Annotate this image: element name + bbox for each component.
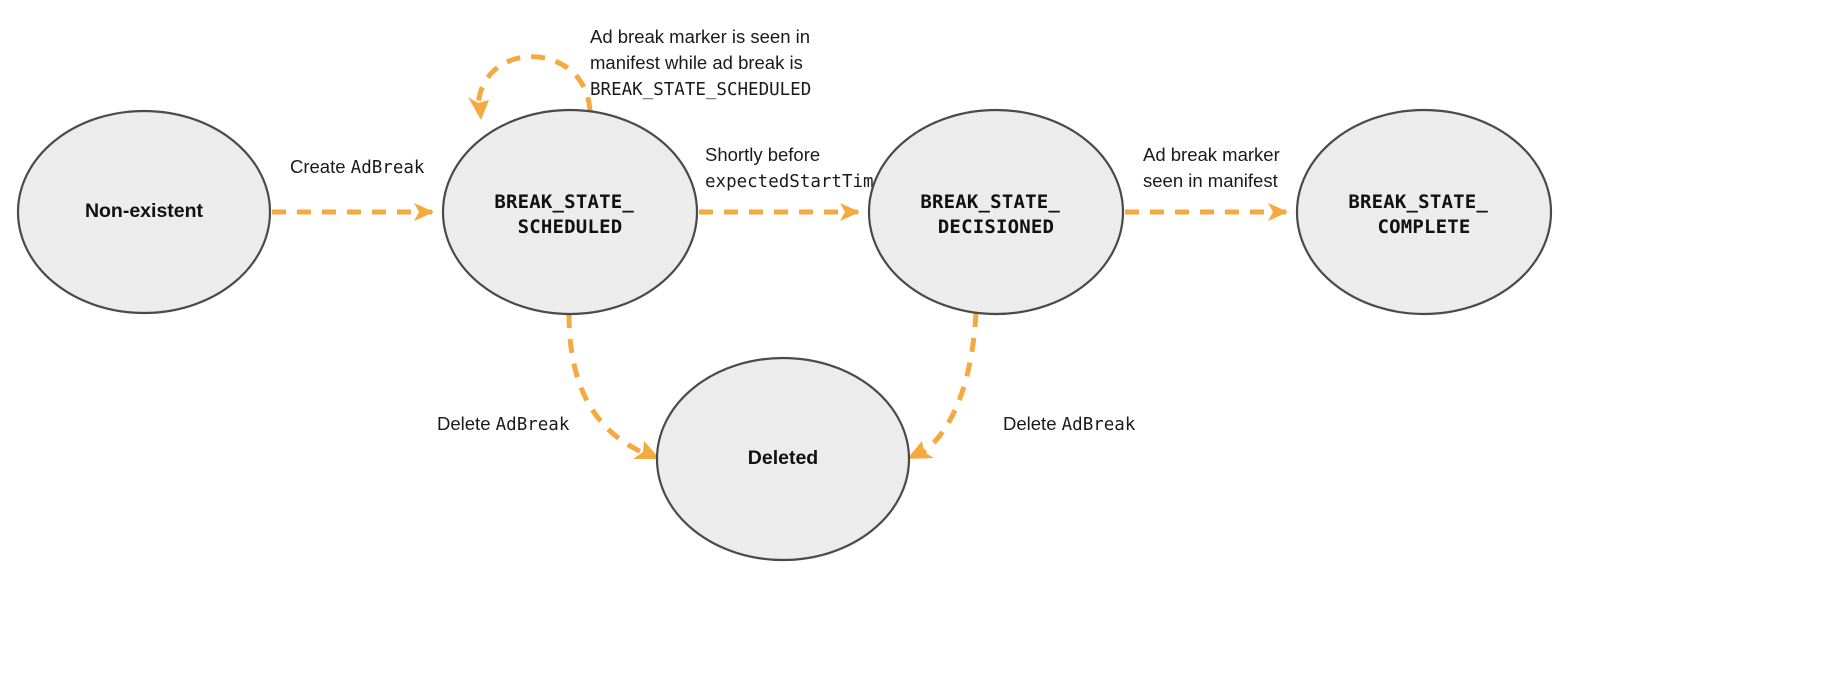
- node-break-state-scheduled-shape[interactable]: [441, 108, 699, 316]
- node-deleted[interactable]: Deleted: [655, 356, 911, 562]
- edge-create-adbreak-label: Create AdBreak: [290, 156, 425, 178]
- node-deleted-label: Deleted: [748, 447, 818, 469]
- node-break-state-complete-shape[interactable]: [1295, 108, 1553, 316]
- edge-self-loop-scheduled-label-line-1: manifest while ad break is: [590, 52, 803, 73]
- node-break-state-decisioned-label: BREAK_STATE_ DECISIONED: [920, 191, 1071, 238]
- edge-marker-seen-label-line-0: Ad break marker: [1143, 144, 1280, 165]
- edge-marker-seen-arrowhead: [1268, 203, 1288, 221]
- node-break-state-decisioned[interactable]: BREAK_STATE_ DECISIONED: [867, 108, 1125, 316]
- edge-delete-adbreak-from-scheduled: Delete AdBreak: [437, 313, 660, 459]
- node-break-state-scheduled-label-line-0: BREAK_STATE_: [494, 191, 634, 213]
- edge-create-adbreak: Create AdBreak: [272, 156, 434, 221]
- node-break-state-scheduled-label-line-1: SCHEDULED: [518, 216, 623, 238]
- edge-delete-from-scheduled-arrowhead: [633, 441, 660, 459]
- edge-self-loop-scheduled: Ad break marker is seen in manifest whil…: [468, 26, 815, 120]
- node-non-existent-label: Non-existent: [85, 200, 204, 222]
- node-break-state-decisioned-label-line-0: BREAK_STATE_: [920, 191, 1060, 213]
- node-non-existent[interactable]: Non-existent: [16, 109, 272, 315]
- edge-shortly-before-label-line-0: Shortly before: [705, 144, 820, 165]
- edge-delete-from-decisioned-label: Delete AdBreak: [1003, 413, 1136, 435]
- edge-marker-seen-label-line-1: seen in manifest: [1143, 170, 1278, 191]
- edge-self-loop-scheduled-line: [475, 54, 593, 112]
- edge-shortly-before-label-line-1: expectedStartTime: [705, 172, 884, 192]
- edge-delete-from-decisioned-line: [919, 312, 979, 457]
- node-non-existent-label-line-0: Non-existent: [85, 200, 204, 222]
- edge-delete-from-scheduled-label: Delete AdBreak: [437, 413, 570, 435]
- edge-self-loop-scheduled-label-line-0: Ad break marker is seen in: [590, 26, 810, 47]
- node-break-state-complete-label: BREAK_STATE_ COMPLETE: [1348, 191, 1499, 238]
- node-deleted-label-line-0: Deleted: [748, 447, 818, 469]
- edge-create-adbreak-label-part-0: Create AdBreak: [290, 156, 425, 178]
- edge-delete-adbreak-from-decisioned: Delete AdBreak: [907, 312, 1136, 459]
- node-break-state-complete-label-line-1: COMPLETE: [1377, 216, 1470, 238]
- node-break-state-decisioned-shape[interactable]: [867, 108, 1125, 316]
- edge-self-loop-scheduled-arrowhead: [468, 97, 489, 120]
- edge-shortly-before-label: Shortly before expectedStartTime: [705, 144, 884, 192]
- edge-delete-from-scheduled-line: [566, 313, 647, 457]
- node-break-state-scheduled[interactable]: BREAK_STATE_ SCHEDULED: [441, 108, 699, 316]
- node-deleted-shape[interactable]: [655, 356, 911, 562]
- edge-self-loop-scheduled-label-line-2: BREAK_STATE_SCHEDULED: [590, 80, 811, 100]
- edge-delete-from-decisioned-label-part-0: Delete AdBreak: [1003, 413, 1136, 435]
- edge-delete-from-scheduled-label-part-0: Delete AdBreak: [437, 413, 570, 435]
- edge-self-loop-scheduled-label: Ad break marker is seen in manifest whil…: [590, 26, 815, 100]
- edge-create-adbreak-arrowhead: [414, 203, 434, 221]
- node-break-state-complete-label-line-0: BREAK_STATE_: [1348, 191, 1488, 213]
- node-non-existent-shape[interactable]: [16, 109, 272, 315]
- edge-delete-from-decisioned-arrowhead: [907, 441, 934, 459]
- node-break-state-decisioned-label-line-1: DECISIONED: [938, 216, 1054, 238]
- edge-shortly-before-arrowhead: [840, 203, 860, 221]
- edge-shortly-before-expected-start-time: Shortly before expectedStartTime: [699, 144, 884, 221]
- edge-ad-break-marker-seen-in-manifest: Ad break marker seen in manifest: [1125, 144, 1288, 221]
- node-break-state-scheduled-label: BREAK_STATE_ SCHEDULED: [494, 191, 645, 238]
- node-break-state-complete[interactable]: BREAK_STATE_ COMPLETE: [1295, 108, 1553, 316]
- edge-marker-seen-label: Ad break marker seen in manifest: [1143, 144, 1285, 191]
